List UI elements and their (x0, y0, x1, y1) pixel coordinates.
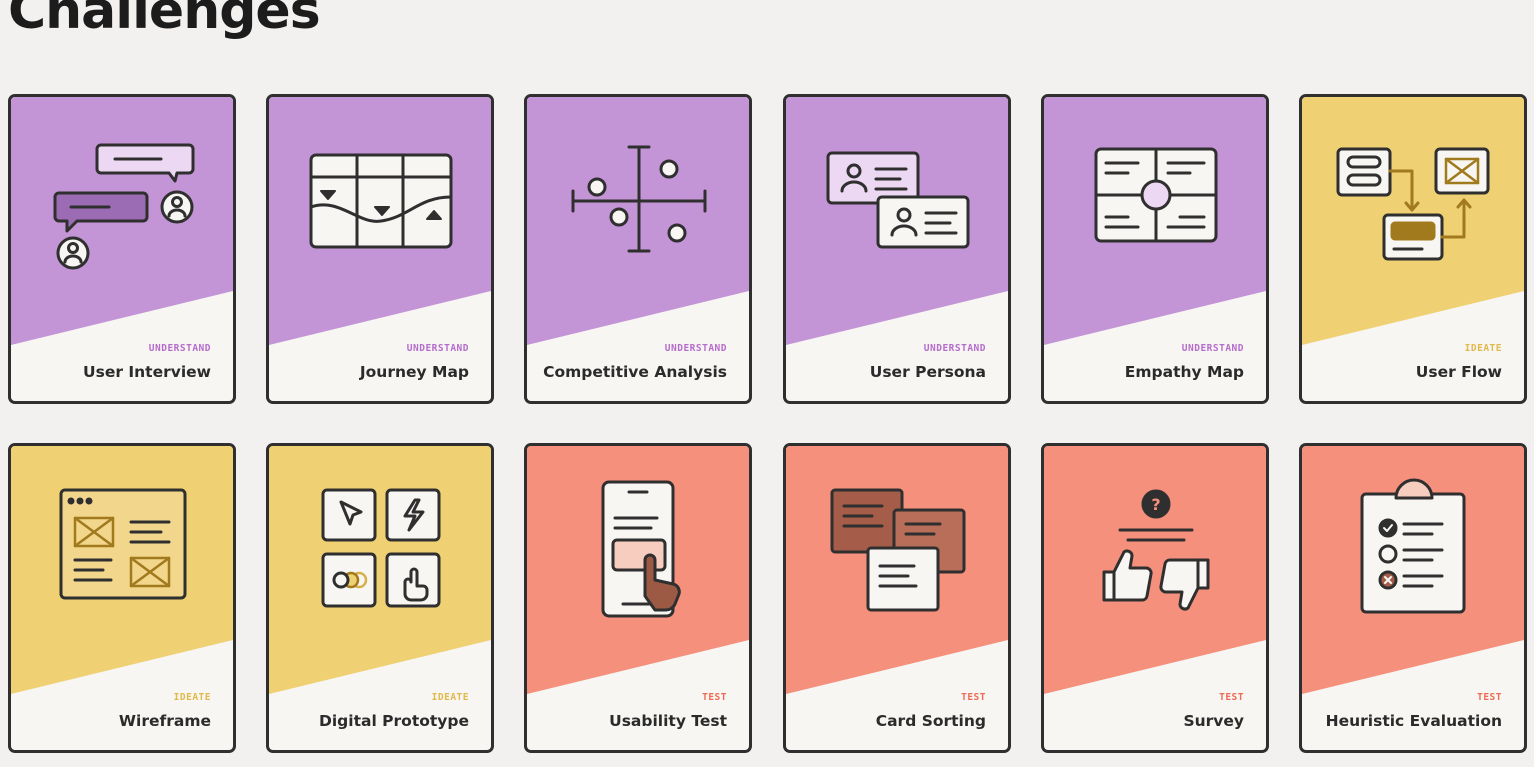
card-heuristic-evaluation[interactable]: TEST Heuristic Evaluation (1299, 443, 1527, 753)
card-title: Journey Map (359, 363, 469, 381)
user-flow-icon (1336, 147, 1490, 261)
card-title: Digital Prototype (319, 712, 469, 730)
card-title: Survey (1183, 712, 1244, 730)
card-category: UNDERSTAND (923, 343, 986, 354)
user-persona-icon (826, 151, 970, 249)
card-category: TEST (961, 692, 986, 703)
card-category: UNDERSTAND (664, 343, 727, 354)
card-title: User Interview (83, 363, 211, 381)
card-category: TEST (702, 692, 727, 703)
card-survey[interactable]: ? TEST Survey (1041, 443, 1269, 753)
user-interview-icon (53, 143, 195, 270)
empathy-map-icon (1094, 147, 1218, 243)
card-title: User Flow (1415, 363, 1502, 381)
card-usability-test[interactable]: TEST Usability Test (524, 443, 752, 753)
card-user-interview[interactable]: UNDERSTAND User Interview (8, 94, 236, 404)
card-category: UNDERSTAND (406, 343, 469, 354)
wireframe-icon (59, 488, 187, 600)
page-title: Challenges (8, 0, 321, 41)
card-category: UNDERSTAND (148, 343, 211, 354)
card-background (1044, 446, 1266, 694)
card-category: IDEATE (431, 692, 469, 703)
card-category: UNDERSTAND (1181, 343, 1244, 354)
competitive-analysis-icon (571, 145, 707, 253)
card-wireframe[interactable]: IDEATE Wireframe (8, 443, 236, 753)
card-journey-map[interactable]: UNDERSTAND Journey Map (266, 94, 494, 404)
card-digital-prototype[interactable]: IDEATE Digital Prototype (266, 443, 494, 753)
card-title: Heuristic Evaluation (1325, 712, 1502, 730)
card-user-flow[interactable]: IDEATE User Flow (1299, 94, 1527, 404)
card-category: IDEATE (173, 692, 211, 703)
svg-text:?: ? (1151, 495, 1160, 514)
card-card-sorting[interactable]: TEST Card Sorting (783, 443, 1011, 753)
card-title: User Persona (869, 363, 986, 381)
card-category: TEST (1477, 692, 1502, 703)
card-title: Wireframe (118, 712, 211, 730)
survey-icon: ? (1102, 489, 1210, 611)
card-category: TEST (1219, 692, 1244, 703)
card-title: Usability Test (609, 712, 727, 730)
journey-map-icon (309, 153, 453, 249)
card-sorting-icon (830, 488, 966, 612)
usability-test-icon (601, 480, 681, 618)
card-title: Competitive Analysis (543, 363, 727, 381)
card-user-persona[interactable]: UNDERSTAND User Persona (783, 94, 1011, 404)
digital-prototype-icon (321, 488, 441, 608)
card-title: Empathy Map (1124, 363, 1244, 381)
card-category: IDEATE (1464, 343, 1502, 354)
card-empathy-map[interactable]: UNDERSTAND Empathy Map (1041, 94, 1269, 404)
heuristic-evaluation-icon (1360, 478, 1466, 614)
card-competitive-analysis[interactable]: UNDERSTAND Competitive Analysis (524, 94, 752, 404)
card-title: Card Sorting (875, 712, 986, 730)
